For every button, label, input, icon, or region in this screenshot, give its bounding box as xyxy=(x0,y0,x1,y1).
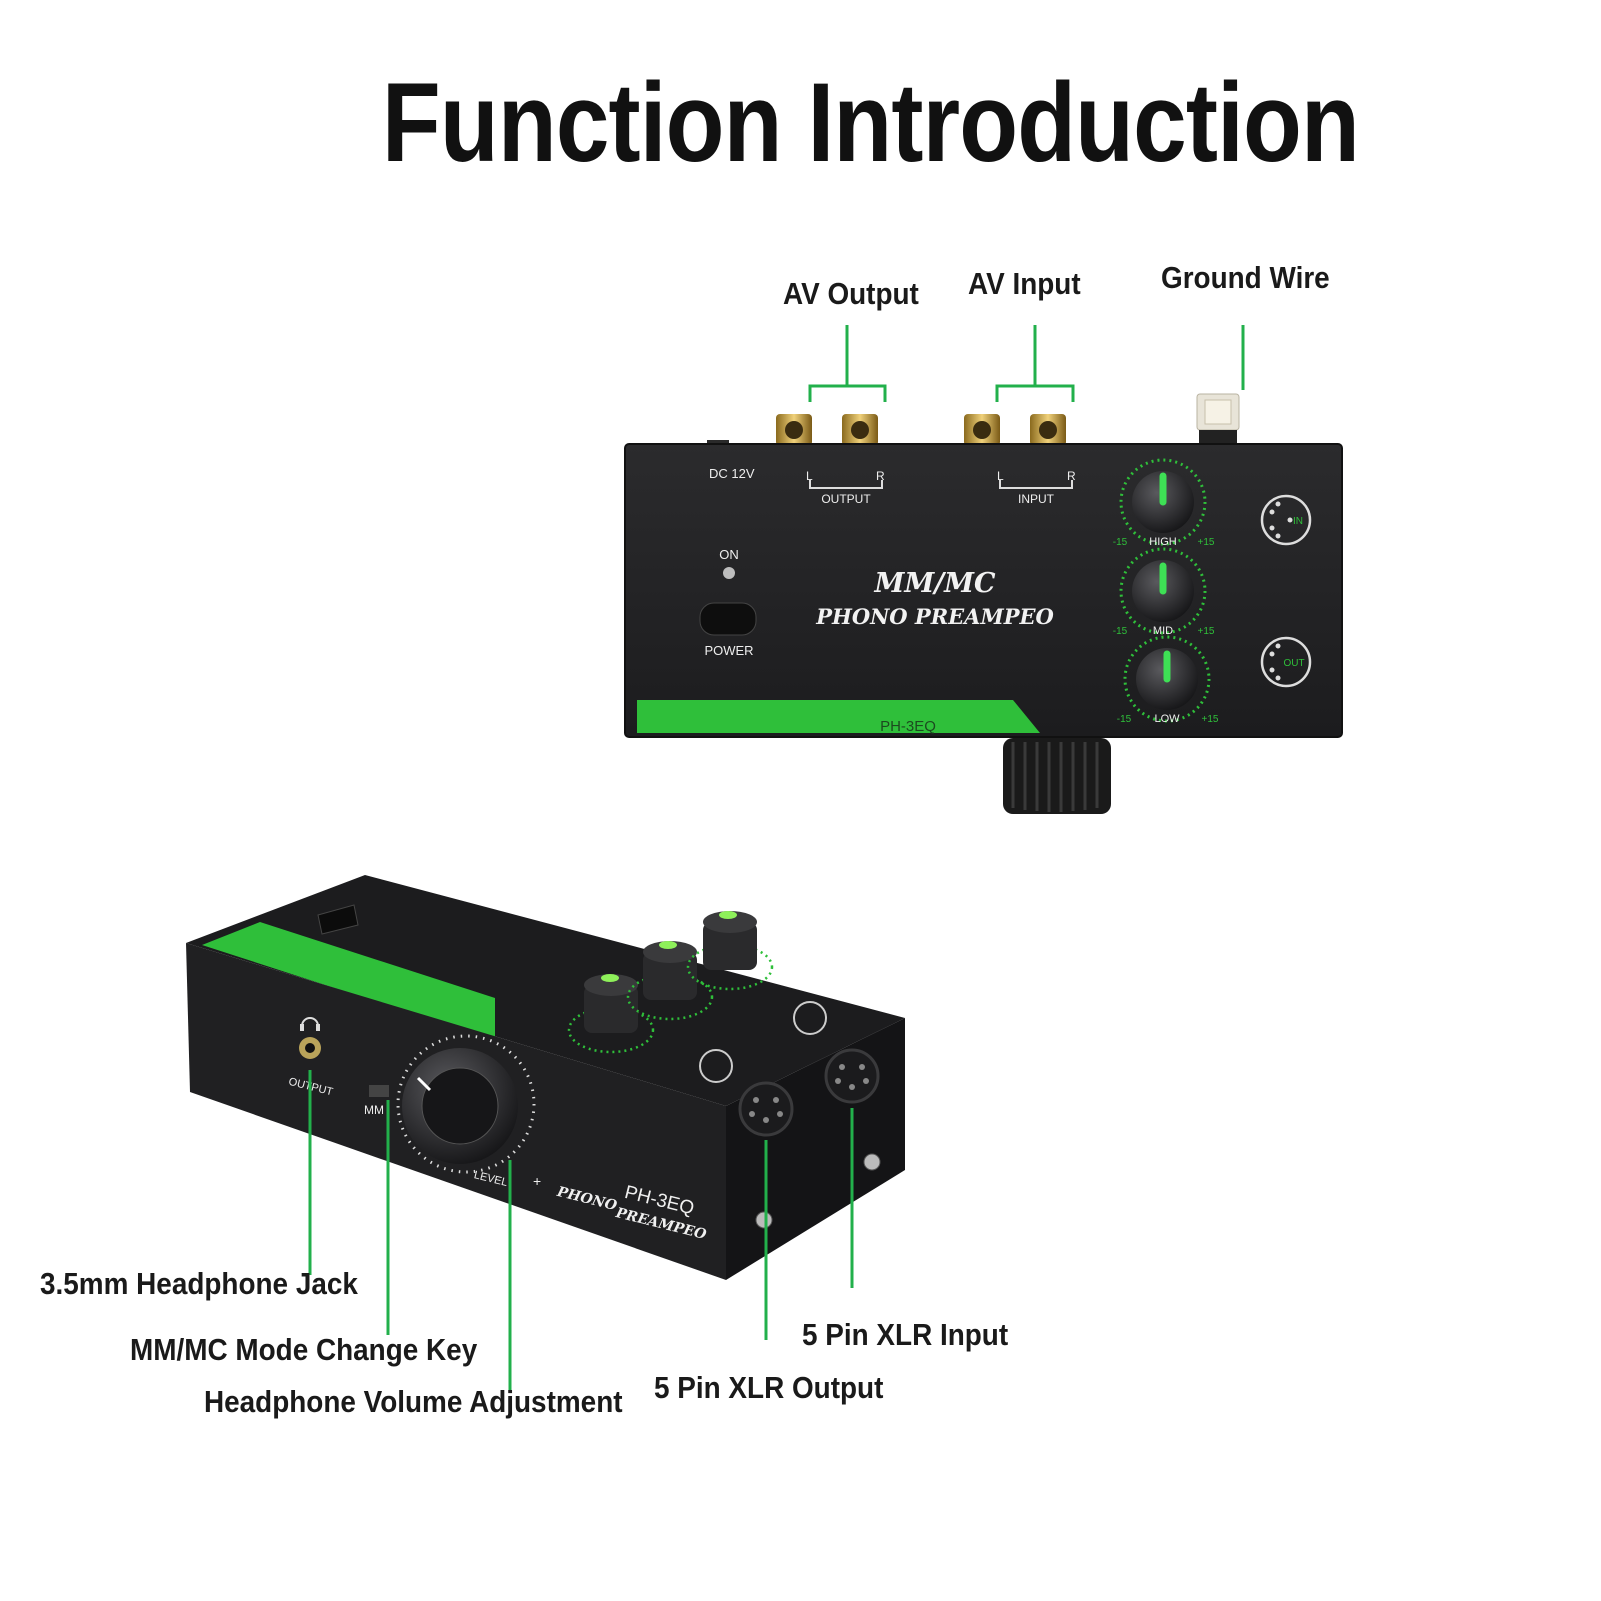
low-plus-label: +15 xyxy=(1202,714,1219,725)
high-plus-label: +15 xyxy=(1198,537,1215,548)
output-l-label: L xyxy=(806,469,813,483)
rca-output-jacks xyxy=(776,414,878,446)
eq-knob-low xyxy=(1123,635,1211,723)
front-device: OUTPUT MM LEVEL + PH-3EQ PHONO PREAMPEO xyxy=(186,875,905,1280)
low-minus-label: -15 xyxy=(1117,714,1132,725)
volume-knob-top xyxy=(1003,738,1111,814)
green-stripe-front xyxy=(202,922,495,1040)
page-title: Function Introduction xyxy=(381,60,1360,185)
xlr-in-label: IN xyxy=(1293,516,1303,527)
green-stripe xyxy=(637,700,1040,733)
eq-knob-mid xyxy=(1119,547,1207,635)
xlr-in-icon xyxy=(1260,494,1312,546)
mode-switch xyxy=(369,1085,389,1097)
callout-lines-bottom xyxy=(308,1070,854,1390)
eq-knob-high xyxy=(1119,458,1207,546)
mid-plus-label: +15 xyxy=(1198,626,1215,637)
input-label: INPUT xyxy=(1018,492,1055,506)
knob-low-label: LOW xyxy=(1154,713,1180,725)
mid-minus-label: -15 xyxy=(1113,626,1128,637)
brand-line-1: MM/MC xyxy=(873,568,996,599)
input-l-label: L xyxy=(997,469,1004,483)
callout-xlr-output: 5 Pin XLR Output xyxy=(654,1370,884,1405)
front-eq-knobs xyxy=(567,911,774,1054)
power-led xyxy=(723,567,735,579)
xlr-output-socket xyxy=(738,1081,794,1137)
xlr-input-socket xyxy=(824,1048,880,1104)
on-label: ON xyxy=(719,547,739,562)
xlr-out-label: OUT xyxy=(1283,658,1304,669)
volume-knob-front xyxy=(396,1034,536,1174)
knob-high-label: HIGH xyxy=(1149,536,1177,548)
top-device: DC 12V L R OUTPUT L R INPUT ON POWER MM/… xyxy=(624,393,1343,814)
callout-av-output: AV Output xyxy=(783,276,919,311)
model-label: PH-3EQ xyxy=(880,718,936,735)
output-label: OUTPUT xyxy=(821,492,871,506)
ground-wire-terminal xyxy=(1196,393,1240,444)
mm-label: MM xyxy=(364,1103,384,1117)
callout-xlr-input: 5 Pin XLR Input xyxy=(802,1317,1009,1352)
input-r-label: R xyxy=(1067,469,1076,483)
callout-mode-key: MM/MC Mode Change Key xyxy=(130,1332,478,1367)
brand-line-2: PHONO PREAMPEO xyxy=(815,604,1054,629)
callout-headphone-jack: 3.5mm Headphone Jack xyxy=(40,1266,358,1301)
high-minus-label: -15 xyxy=(1113,537,1128,548)
callout-volume: Headphone Volume Adjustment xyxy=(204,1384,623,1419)
xlr-out-icon xyxy=(1260,636,1312,688)
output-r-label: R xyxy=(876,469,885,483)
power-label: POWER xyxy=(704,643,753,658)
power-button xyxy=(699,602,757,636)
callout-lines-top xyxy=(808,325,1245,402)
callout-av-input: AV Input xyxy=(968,266,1081,301)
front-plus-label: + xyxy=(533,1173,541,1189)
callout-ground-wire: Ground Wire xyxy=(1161,260,1330,295)
knob-mid-label: MID xyxy=(1153,625,1173,637)
headphone-jack xyxy=(299,1017,321,1059)
rca-input-jacks xyxy=(964,414,1066,446)
dc-label: DC 12V xyxy=(709,466,755,481)
